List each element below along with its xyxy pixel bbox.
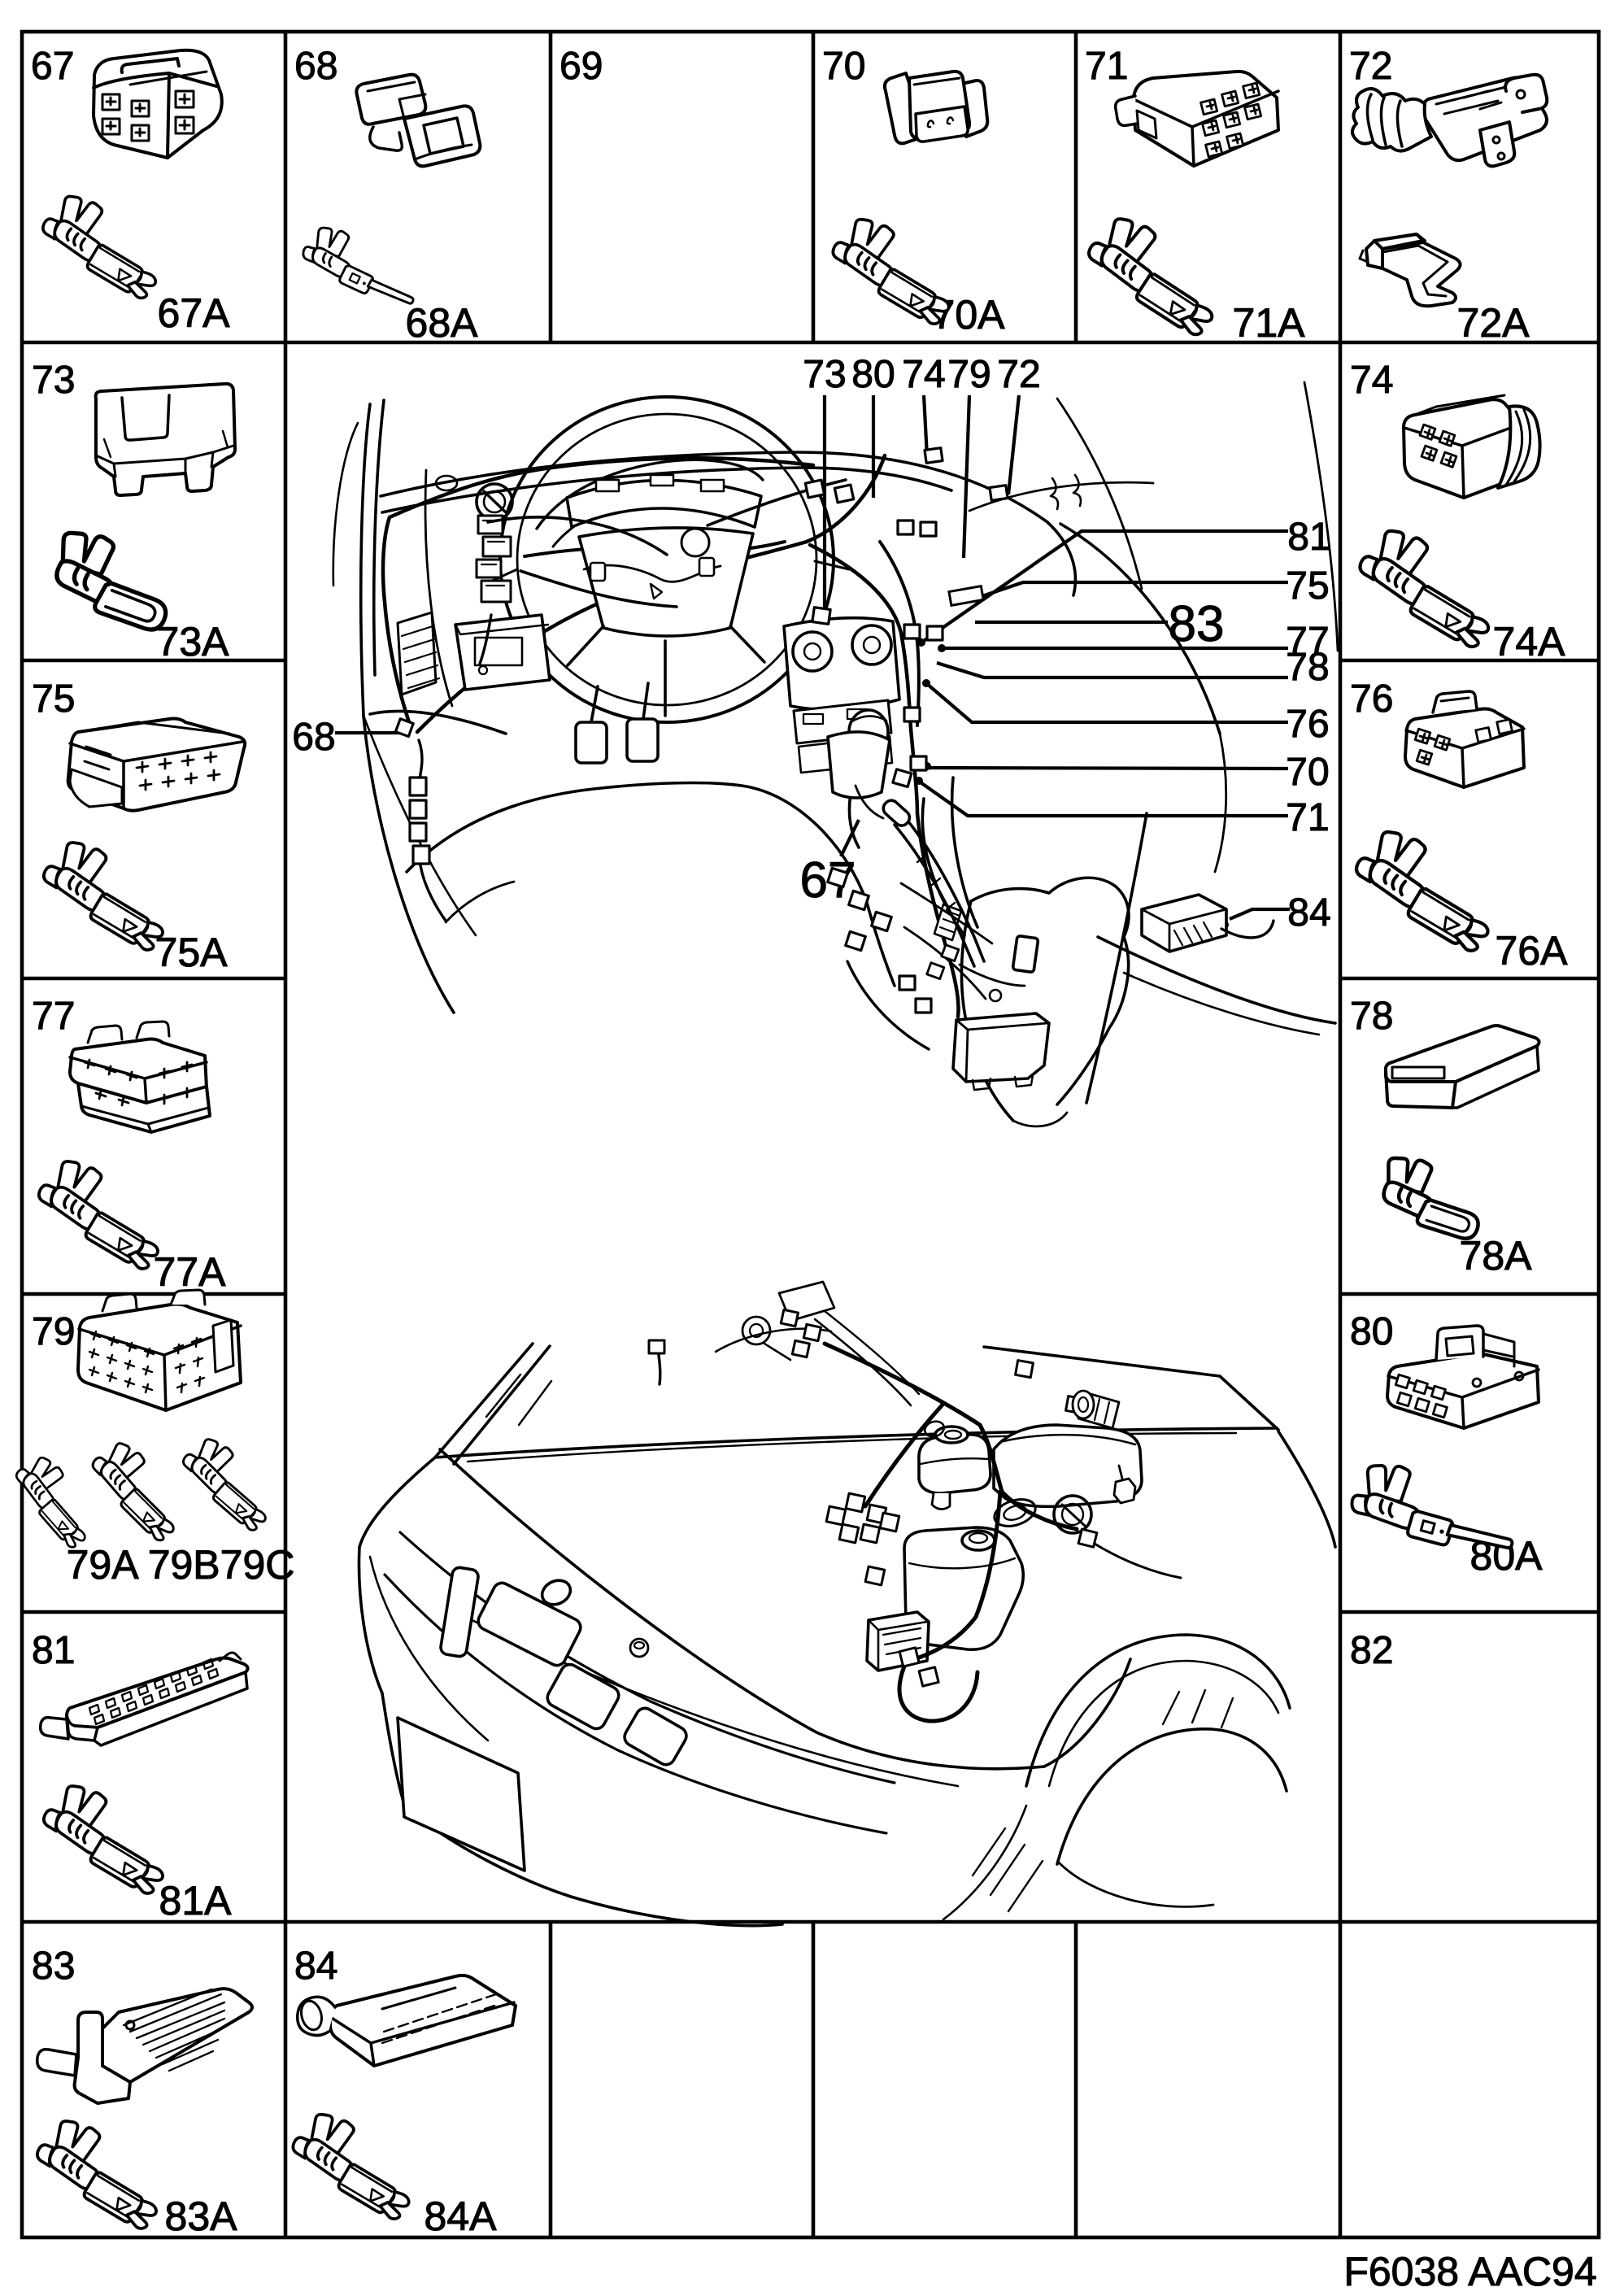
svg-text:81A: 81A (159, 1878, 233, 1923)
svg-text:71: 71 (1286, 796, 1329, 839)
svg-text:74: 74 (902, 353, 945, 396)
svg-text:72: 72 (1349, 45, 1392, 88)
svg-text:76: 76 (1350, 677, 1393, 721)
svg-text:79: 79 (947, 353, 991, 396)
svg-text:70: 70 (822, 45, 865, 88)
svg-text:83: 83 (32, 1945, 75, 1988)
svg-text:77: 77 (1286, 620, 1329, 663)
svg-text:84: 84 (294, 1945, 337, 1988)
svg-text:79: 79 (32, 1310, 75, 1353)
svg-text:68: 68 (294, 45, 337, 88)
svg-text:75A: 75A (155, 930, 229, 975)
svg-text:84A: 84A (425, 2194, 498, 2239)
svg-text:77: 77 (32, 995, 75, 1038)
svg-text:80: 80 (1350, 1310, 1393, 1353)
svg-text:73: 73 (32, 359, 75, 402)
svg-text:83: 83 (1169, 596, 1225, 652)
svg-text:71: 71 (1085, 45, 1128, 88)
svg-text:69: 69 (559, 45, 603, 88)
svg-text:68A: 68A (406, 300, 479, 346)
svg-text:82: 82 (1350, 1629, 1393, 1672)
svg-text:76: 76 (1286, 703, 1329, 746)
svg-text:75: 75 (32, 677, 75, 721)
svg-text:81: 81 (1287, 516, 1330, 559)
svg-text:77A: 77A (154, 1249, 227, 1295)
svg-text:67A: 67A (158, 290, 231, 336)
svg-text:72: 72 (997, 353, 1040, 396)
svg-text:73: 73 (803, 353, 846, 396)
svg-text:73A: 73A (157, 619, 230, 664)
svg-text:83A: 83A (165, 2194, 238, 2239)
svg-text:71A: 71A (1233, 300, 1306, 346)
svg-text:67: 67 (31, 45, 74, 88)
svg-text:75: 75 (1286, 564, 1329, 608)
svg-text:79A 79B79C: 79A 79B79C (67, 1542, 295, 1588)
svg-text:70A: 70A (933, 292, 1006, 338)
svg-text:72A: 72A (1457, 300, 1530, 346)
svg-text:F6038 AAC94: F6038 AAC94 (1343, 2249, 1596, 2294)
svg-text:84: 84 (1287, 891, 1330, 935)
svg-text:74A: 74A (1493, 619, 1566, 664)
svg-text:78: 78 (1350, 995, 1393, 1038)
svg-text:68: 68 (292, 716, 335, 759)
svg-text:80: 80 (851, 353, 895, 396)
svg-text:76A: 76A (1496, 928, 1569, 974)
svg-text:81: 81 (32, 1629, 75, 1672)
svg-text:78: 78 (1286, 646, 1329, 689)
svg-text:78A: 78A (1460, 1233, 1533, 1279)
svg-text:74: 74 (1350, 359, 1393, 402)
svg-text:70: 70 (1286, 751, 1329, 794)
